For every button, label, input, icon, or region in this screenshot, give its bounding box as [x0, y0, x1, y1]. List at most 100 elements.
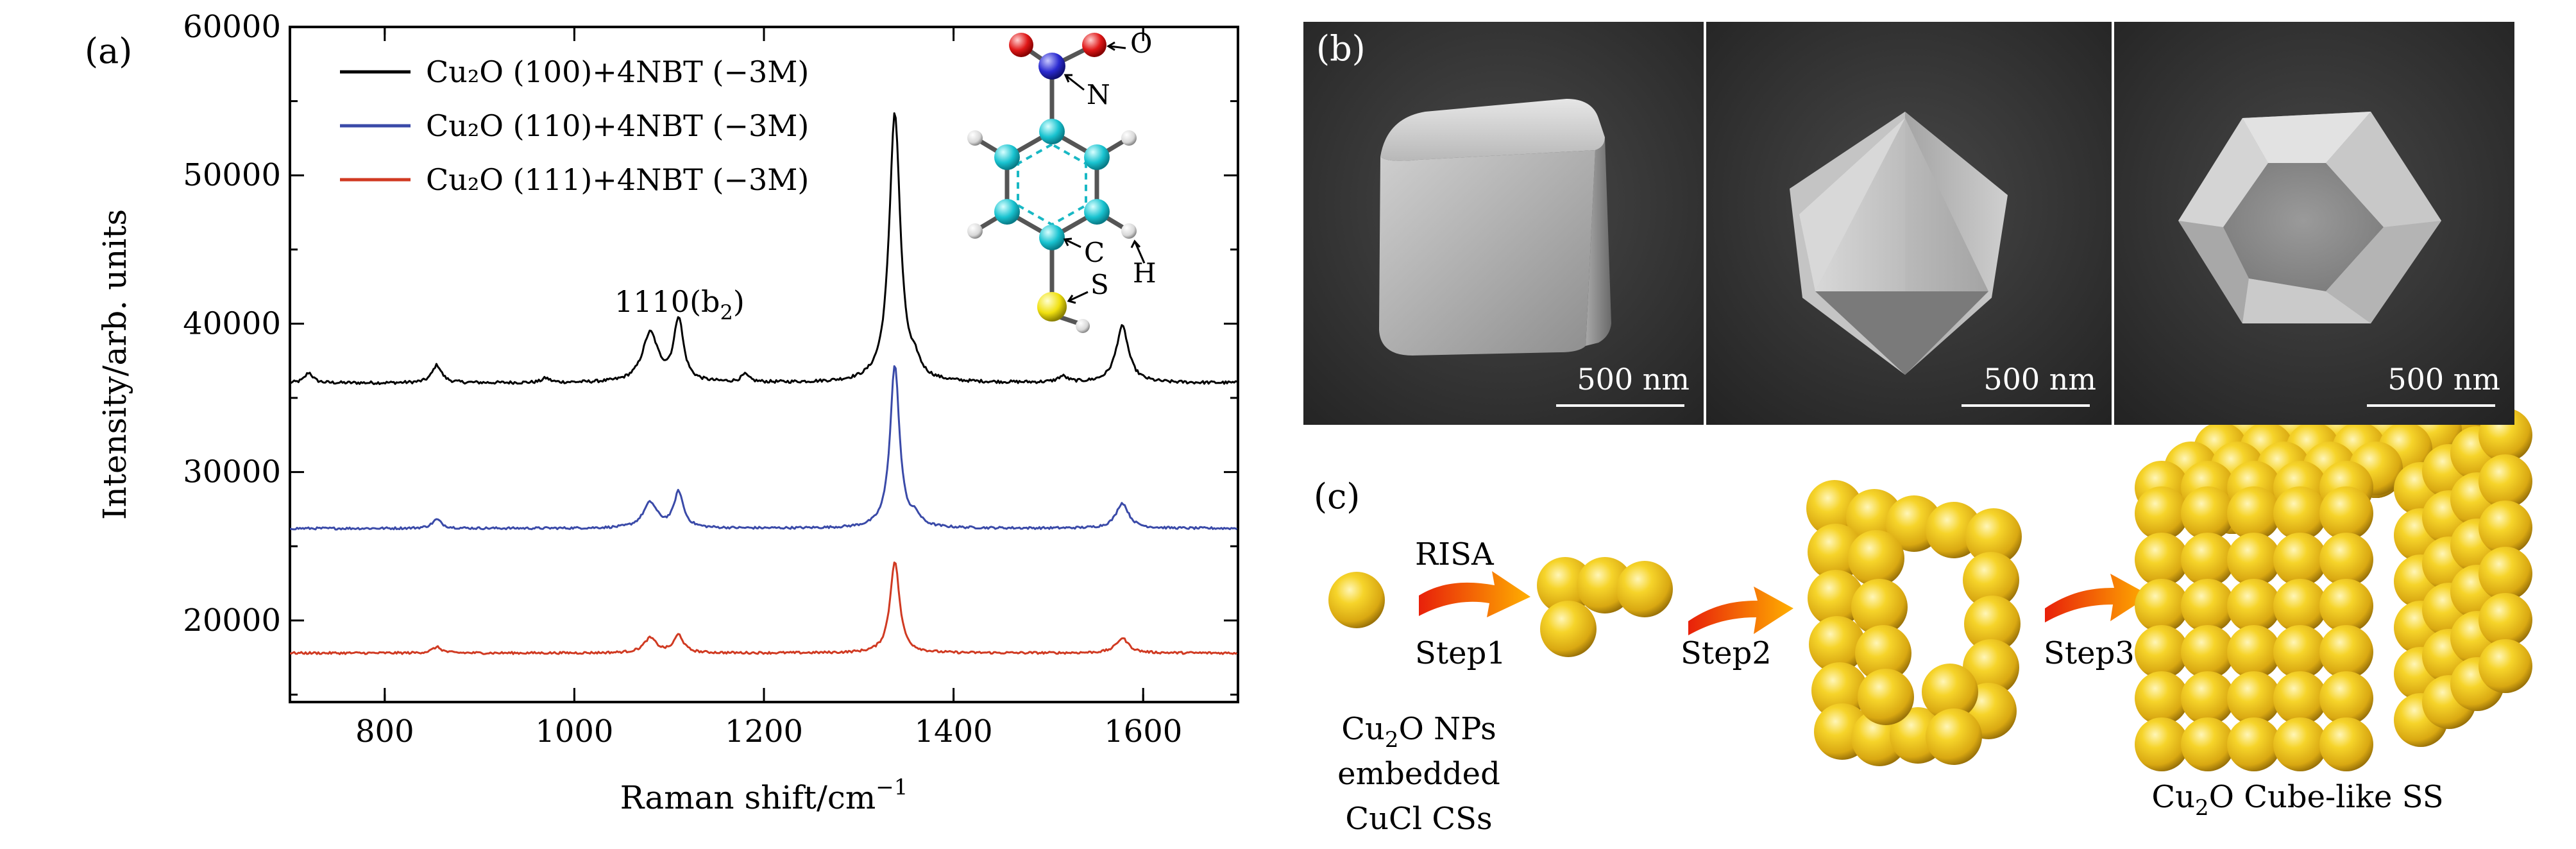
nanoparticle-icon: [2273, 533, 2327, 587]
nanoparticle-icon: [2181, 579, 2235, 633]
nanoparticle-icon: [1855, 625, 1911, 682]
y-tick-label: 50000: [183, 157, 281, 193]
atom-label-s: S: [1090, 269, 1109, 300]
sem-image-octahedron: 500 nm: [1706, 22, 2112, 425]
nanoparticle-icon: [1926, 708, 1982, 765]
panel-a-label: (a): [85, 31, 132, 71]
nanoparticle-icon: [2227, 717, 2281, 771]
nanoparticle-icon: [1963, 552, 2019, 608]
nanoparticle-icon: [2273, 579, 2327, 633]
nanoparticle-icon: [2319, 533, 2373, 587]
x-tick-label: 1200: [725, 714, 803, 750]
four-particle-cluster-icon: [1537, 557, 1673, 657]
x-axis-label: Raman shift/cm−1: [620, 775, 908, 816]
panel-c-label: (c): [1314, 476, 1360, 517]
nanoparticle-icon: [2273, 717, 2327, 771]
nanoparticle-icon: [2319, 717, 2373, 771]
nanoparticle-icon: [2227, 486, 2281, 540]
sulfur-atom-icon: [1037, 292, 1067, 322]
nanoparticle-icon: [1965, 508, 2022, 565]
nanoparticle-icon: [2273, 671, 2327, 725]
nanoparticle-icon: [2273, 486, 2327, 540]
nanoparticle-icon: [2319, 579, 2373, 633]
nanoparticle-icon: [1811, 662, 1868, 719]
step3-arrow-icon: [2045, 574, 2150, 622]
nanoparticle-icon: [2181, 717, 2235, 771]
atom-label-n: N: [1087, 79, 1110, 110]
nanoparticle-icon: [1922, 664, 1978, 720]
nanoparticle-icon: [1851, 579, 1908, 635]
nanoparticle-icon: [2479, 639, 2532, 693]
nanoparticle-icon: [2135, 533, 2189, 587]
panel-b-label: (b): [1316, 28, 1366, 69]
svg-text:CuCl CSs: CuCl CSs: [1345, 801, 1492, 837]
series-line-3: [290, 562, 1238, 655]
nanoparticle-icon: [2319, 625, 2373, 679]
legend-entry: Cu₂O (100)+4NBT (−3M): [426, 55, 809, 89]
scale-bar: [1556, 404, 1684, 407]
caption-right: Cu2O Cube-like SS: [2151, 779, 2443, 821]
nanoparticle-icon: [1808, 570, 1864, 626]
single-nanoparticle-icon: [1328, 572, 1385, 628]
panel-a-legend: Cu₂O (100)+4NBT (−3M) Cu₂O (110)+4NBT (−3…: [340, 55, 809, 197]
nanoparticle-icon: [2135, 579, 2189, 633]
nanoparticle-icon: [2227, 671, 2281, 725]
nanoparticle-icon: [2479, 454, 2532, 508]
cube-superstructure-icon: [2135, 384, 2532, 771]
legend-entry: Cu₂O (111)+4NBT (−3M): [426, 162, 809, 197]
y-tick-label: 30000: [183, 454, 281, 490]
4nbt-molecule-inset: O N C H S: [967, 28, 1157, 333]
nanoparticle-icon: [2181, 625, 2235, 679]
nanoparticle-icon: [2273, 625, 2327, 679]
peak-annotation: 1110(b2): [614, 284, 745, 325]
nanoparticle-icon: [2135, 625, 2189, 679]
nanoparticle-icon: [2135, 717, 2189, 771]
nanoparticle-icon: [1848, 530, 1904, 587]
nanoparticle-icon: [2319, 671, 2373, 725]
nanoparticle-icon: [2227, 625, 2281, 679]
step3-label: Step3: [2044, 635, 2135, 671]
step1-label: Step1: [1415, 635, 1506, 671]
x-tick-label: 1000: [535, 714, 613, 750]
x-tick-label: 800: [355, 714, 414, 750]
nanoparticle-icon: [2181, 486, 2235, 540]
nanoparticle-icon: [2227, 533, 2281, 587]
scale-bar-label: 500 nm: [1577, 362, 1690, 397]
legend-entry: Cu₂O (110)+4NBT (−3M): [426, 108, 809, 143]
nitrogen-atom-icon: [1038, 53, 1065, 80]
ring-particle-structure-icon: [1806, 480, 2022, 766]
step2-label: Step2: [1681, 635, 1772, 671]
nanoparticle-icon: [2135, 671, 2189, 725]
y-tick-label: 60000: [183, 9, 281, 45]
nanoparticle-icon: [2181, 533, 2235, 587]
panel-a-series: [290, 112, 1238, 655]
y-tick-label: 20000: [183, 603, 281, 639]
scale-bar: [2367, 404, 2495, 407]
step1-arrow-icon: [1419, 571, 1530, 617]
nanoparticle-icon: [1964, 596, 2021, 652]
nanoparticle-icon: [2227, 579, 2281, 633]
step2-arrow-icon: [1688, 587, 1793, 635]
nanoparticle-icon: [1858, 669, 1914, 725]
series-line-2: [290, 365, 1238, 531]
nanoparticle-icon: [2135, 486, 2189, 540]
svg-text:embedded: embedded: [1337, 756, 1500, 792]
scale-bar-label: 500 nm: [2387, 362, 2500, 397]
nanoparticle-icon: [2181, 671, 2235, 725]
series-line-1: [290, 112, 1237, 386]
nanoparticle-icon: [2479, 501, 2532, 554]
scale-bar-label: 500 nm: [1983, 362, 2096, 397]
atom-label-h: H: [1133, 257, 1157, 289]
nanoparticle-icon: [2479, 547, 2532, 601]
nanoparticle-icon: [2319, 486, 2373, 540]
svg-text:Cu2O NPs: Cu2O NPs: [1341, 711, 1496, 753]
scale-bar: [1962, 404, 2090, 407]
atom-label-o: O: [1130, 28, 1152, 59]
sem-image-rhombic-dodecahedron: 500 nm: [2114, 22, 2514, 425]
risa-label: RISA: [1415, 536, 1495, 572]
caption-left: Cu2O NPs embedded CuCl CSs: [1337, 711, 1500, 837]
oxygen-atom-icon: [1082, 33, 1106, 57]
nanoparticle-icon: [1963, 639, 2019, 696]
nanoparticle-icon: [1809, 616, 1865, 673]
